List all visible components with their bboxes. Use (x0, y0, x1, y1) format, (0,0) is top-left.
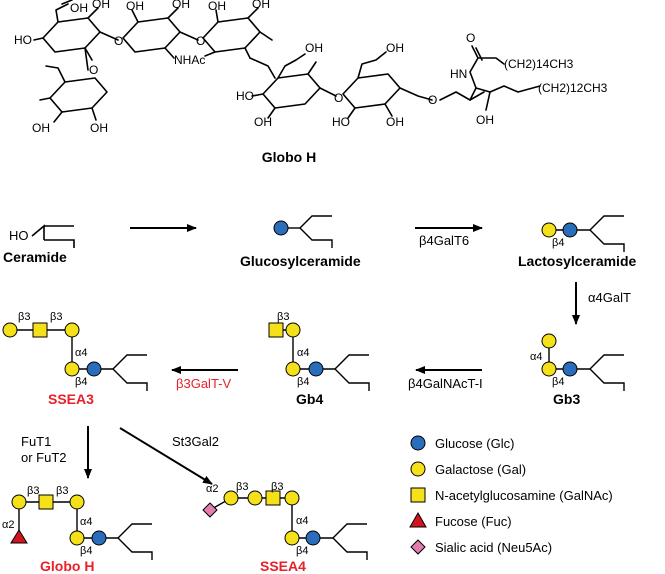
linkage-b4: β4 (552, 237, 564, 249)
legend-sialic-label: Sialic acid (Neu5Ac) (435, 540, 552, 555)
enzyme-a4galt: α4GalT (588, 290, 631, 305)
atom-label: HN (450, 67, 467, 81)
atom-label: OH (252, 0, 270, 11)
ssea3-glycan (2, 322, 148, 391)
enzyme-st3gal2: St3Gal2 (172, 434, 219, 449)
enzyme-fut2: or FuT2 (21, 450, 67, 465)
linkage-b4: β4 (552, 376, 564, 388)
enzyme-fut1: FuT1 (21, 434, 51, 449)
legend-glucose-icon (410, 435, 426, 451)
linkage-b4: β4 (296, 545, 308, 557)
ssea4-label: SSEA4 (260, 558, 306, 574)
atom-label: O (428, 93, 437, 107)
legend-fucose-icon (409, 511, 427, 528)
legend-galactose-label: Galactose (Gal) (435, 462, 526, 477)
gb3-label: Gb3 (553, 391, 580, 407)
globo-h-atom-labels: OH OH HO O OH OH NHAc O OH OH O OH OH OH… (14, 0, 608, 135)
linkage-b4: β4 (297, 376, 309, 388)
gb4-label: Gb4 (296, 391, 323, 407)
atom-label: OH (70, 1, 88, 15)
linkage-a4: α4 (296, 515, 308, 527)
legend-glucose-label: Glucose (Glc) (435, 436, 514, 451)
atom-label: (CH2)12CH3 (538, 81, 608, 95)
atom-label: OH (476, 113, 494, 127)
linkage-b3: β3 (50, 311, 62, 323)
glucosylceramide-glycan (273, 215, 333, 248)
legend-galnac-icon (410, 487, 426, 503)
linkage-b4: β4 (80, 545, 92, 557)
atom-label: OH (90, 121, 108, 135)
atom-label: OH (386, 115, 404, 129)
ssea4-glycan (202, 490, 368, 560)
atom-label: HO (14, 33, 32, 47)
linkage-b3: β3 (236, 481, 248, 493)
enzyme-b3galt5: β3GalT-V (176, 376, 231, 391)
ssea3-label: SSEA3 (48, 391, 94, 407)
atom-label: OH (254, 115, 272, 129)
atom-label: O (196, 34, 205, 48)
globoh-label: Globo H (40, 558, 94, 574)
ceramide-label: Ceramide (3, 249, 67, 265)
enzyme-b4galnact1: β4GalNAcT-I (408, 376, 483, 391)
linkage-b3: β3 (18, 311, 30, 323)
atom-label: OH (92, 0, 110, 11)
legend-fucose-label: Fucose (Fuc) (435, 514, 512, 529)
enzyme-b4galt6: β4GalT6 (419, 233, 469, 248)
linkage-b3: β3 (56, 485, 68, 497)
linkage-a2: α2 (206, 483, 218, 495)
linkage-a2: α2 (2, 519, 14, 531)
lactosylceramide-label: Lactosylceramide (518, 253, 636, 269)
linkage-a4: α4 (75, 347, 87, 359)
atom-label: O (114, 34, 123, 48)
atom-label: OH (305, 41, 323, 55)
gb4-glycan (268, 322, 370, 391)
atom-label: OH (208, 0, 226, 13)
atom-label: OH (126, 0, 144, 13)
atom-label: O (334, 91, 343, 105)
linkage-a4: α4 (297, 347, 309, 359)
globo-h-structure (33, 0, 541, 123)
lactosylceramide-glycan (541, 215, 625, 252)
linkage-a4: α4 (530, 351, 542, 363)
atom-label: (CH2)14CH3 (504, 57, 574, 71)
atom-label: HO (236, 89, 254, 103)
globoh-glycan (10, 494, 153, 560)
legend-galactose-icon (410, 461, 426, 477)
linkage-b3: β3 (27, 485, 39, 497)
atom-label: NHAc (174, 53, 205, 67)
legend-sialic-icon (410, 539, 426, 555)
atom-label: OH (386, 41, 404, 55)
atom-label: OH (172, 0, 190, 11)
molecule-title: Globo H (262, 149, 316, 165)
linkage-b3: β3 (271, 481, 283, 493)
atom-label: HO (332, 115, 350, 129)
atom-label: O (466, 31, 475, 45)
gb3-glycan (541, 333, 625, 391)
ceramide-ho: HO (9, 228, 29, 243)
atom-label: OH (32, 121, 50, 135)
linkage-b4: β4 (75, 376, 87, 388)
glucosylceramide-label: Glucosylceramide (240, 253, 361, 269)
linkage-b3: β3 (277, 311, 289, 323)
legend: Glucose (Glc) Galactose (Gal) N-acetylgl… (409, 435, 613, 555)
legend-galnac-label: N-acetylglucosamine (GalNAc) (435, 488, 613, 503)
atom-label: O (89, 63, 98, 77)
ceramide-shape (31, 224, 75, 248)
arrow-ssea3-to-ssea4 (119, 427, 213, 485)
linkage-a4: α4 (80, 516, 92, 528)
